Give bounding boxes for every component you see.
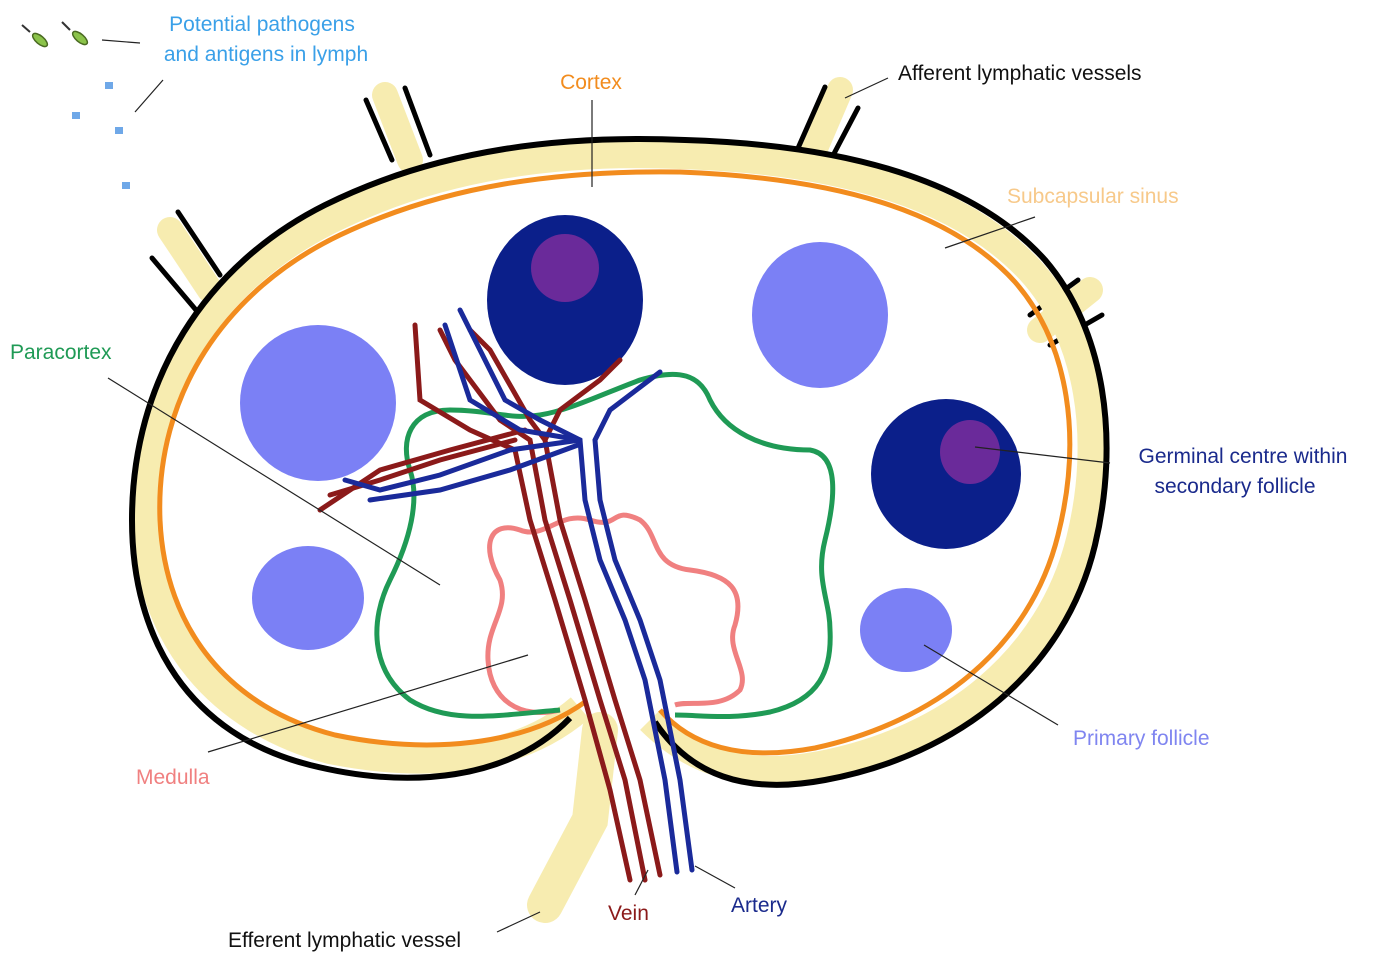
- primary-follicle: [752, 242, 888, 388]
- label-pathogens-line2: and antigens in lymph: [164, 43, 368, 66]
- leader-line-efferent: [497, 912, 540, 932]
- secondary-follicle: [871, 399, 1021, 549]
- germinal-centre: [940, 420, 1000, 484]
- label-afferent: Afferent lymphatic vessels: [898, 62, 1142, 85]
- efferent-vessel: [545, 730, 600, 905]
- label-germinal-line2: secondary follicle: [1154, 475, 1315, 498]
- label-pathogens-line1: Potential pathogens: [169, 13, 355, 36]
- medulla-outline: [488, 515, 743, 712]
- label-germinal-line1: Germinal centre within: [1139, 445, 1348, 468]
- label-paracortex: Paracortex: [10, 341, 112, 364]
- antigen-icon: [115, 127, 123, 134]
- label-primary-follicle: Primary follicle: [1073, 727, 1210, 750]
- antigen-icon: [72, 112, 80, 119]
- label-efferent: Efferent lymphatic vessel: [228, 929, 461, 952]
- leader-line-pathogens: [102, 40, 140, 43]
- leader-line-antigens: [135, 80, 163, 112]
- leader-line-artery: [695, 866, 735, 888]
- bacterium-icon: [22, 25, 49, 49]
- germinal-centre: [531, 234, 599, 302]
- label-artery: Artery: [731, 894, 788, 917]
- primary-follicle: [252, 546, 364, 650]
- label-medulla: Medulla: [136, 766, 210, 789]
- primary-follicle: [860, 588, 952, 672]
- label-vein: Vein: [608, 902, 649, 925]
- pathogens-group: [22, 22, 130, 189]
- antigen-icon: [122, 182, 130, 189]
- label-subcapsular: Subcapsular sinus: [1007, 185, 1179, 208]
- primary-follicle: [240, 325, 396, 481]
- bacterium-icon: [62, 22, 89, 47]
- label-cortex: Cortex: [560, 71, 622, 94]
- antigen-icon: [105, 82, 113, 89]
